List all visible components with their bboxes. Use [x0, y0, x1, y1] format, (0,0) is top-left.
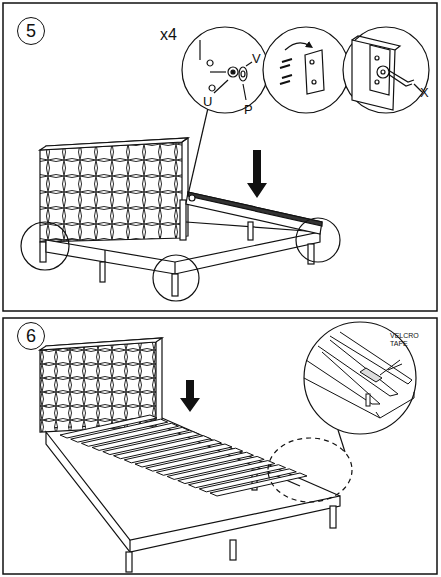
- part-letter: P: [244, 103, 253, 116]
- step-number: 5: [26, 22, 36, 40]
- step-number: 6: [26, 327, 36, 345]
- part-letter: X: [420, 86, 429, 99]
- step-number-circle: 5: [17, 17, 45, 45]
- part-letter: U: [203, 95, 212, 108]
- part-letter: V: [252, 52, 261, 65]
- part-name: VELCRO TAPE: [390, 332, 424, 347]
- step-number-circle: 6: [17, 322, 45, 350]
- quantity: x4: [160, 27, 177, 43]
